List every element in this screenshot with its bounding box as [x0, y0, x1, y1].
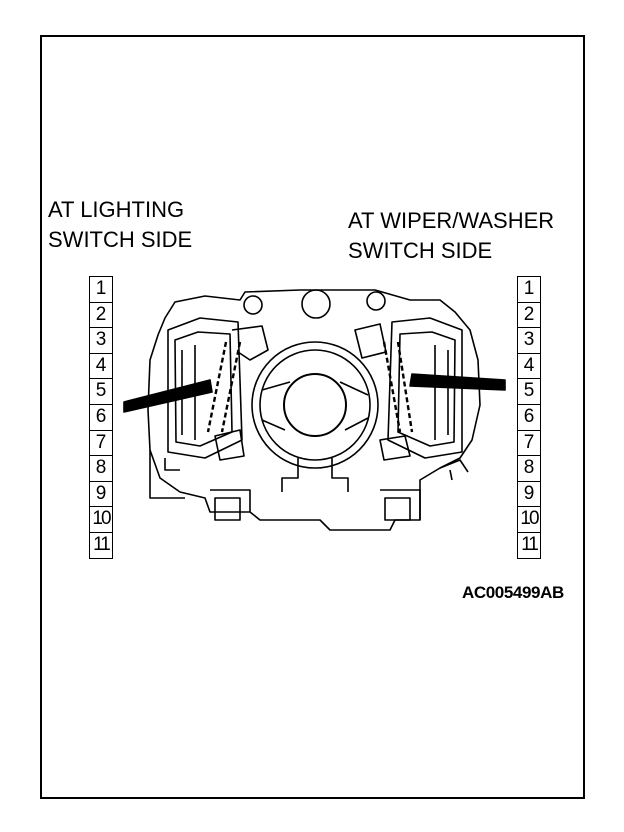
right-pin-2: 2	[517, 301, 541, 328]
left-pin-1: 1	[89, 276, 113, 302]
left-pin-6: 6	[89, 403, 113, 430]
right-pin-1: 1	[517, 276, 541, 302]
wiper-washer-switch-side-label: AT WIPER/WASHER SWITCH SIDE	[348, 206, 554, 266]
right-pin-3: 3	[517, 327, 541, 353]
right-pin-7: 7	[517, 429, 541, 456]
lighting-switch-pin-column: 1 2 3 4 5 6 7 8 9 10 11	[89, 276, 113, 559]
figure-code: AC005499AB	[462, 583, 564, 602]
left-pin-3: 3	[89, 327, 113, 353]
right-pin-6: 6	[517, 403, 541, 430]
left-pin-2: 2	[89, 301, 113, 328]
lighting-switch-side-label: AT LIGHTING SWITCH SIDE	[48, 195, 192, 255]
left-pin-9: 9	[89, 480, 113, 507]
left-pin-5: 5	[89, 378, 113, 404]
left-pin-8: 8	[89, 455, 113, 481]
right-pin-9: 9	[517, 480, 541, 507]
wiper-washer-switch-pin-column: 1 2 3 4 5 6 7 8 9 10 11	[517, 276, 541, 559]
right-label-line-2: SWITCH SIDE	[348, 238, 493, 263]
right-pin-11: 11	[517, 531, 541, 559]
left-pin-4: 4	[89, 352, 113, 379]
left-pin-11: 11	[89, 531, 113, 559]
right-label-line-1: AT WIPER/WASHER	[348, 208, 555, 233]
left-pin-10: 10	[89, 506, 113, 532]
right-pin-10: 10	[517, 506, 541, 532]
right-pin-5: 5	[517, 378, 541, 404]
left-pin-7: 7	[89, 429, 113, 456]
figure-frame	[40, 35, 585, 799]
left-label-line-1: AT LIGHTING	[48, 197, 185, 222]
right-pin-4: 4	[517, 352, 541, 379]
left-label-line-2: SWITCH SIDE	[48, 227, 193, 252]
right-pin-8: 8	[517, 455, 541, 481]
